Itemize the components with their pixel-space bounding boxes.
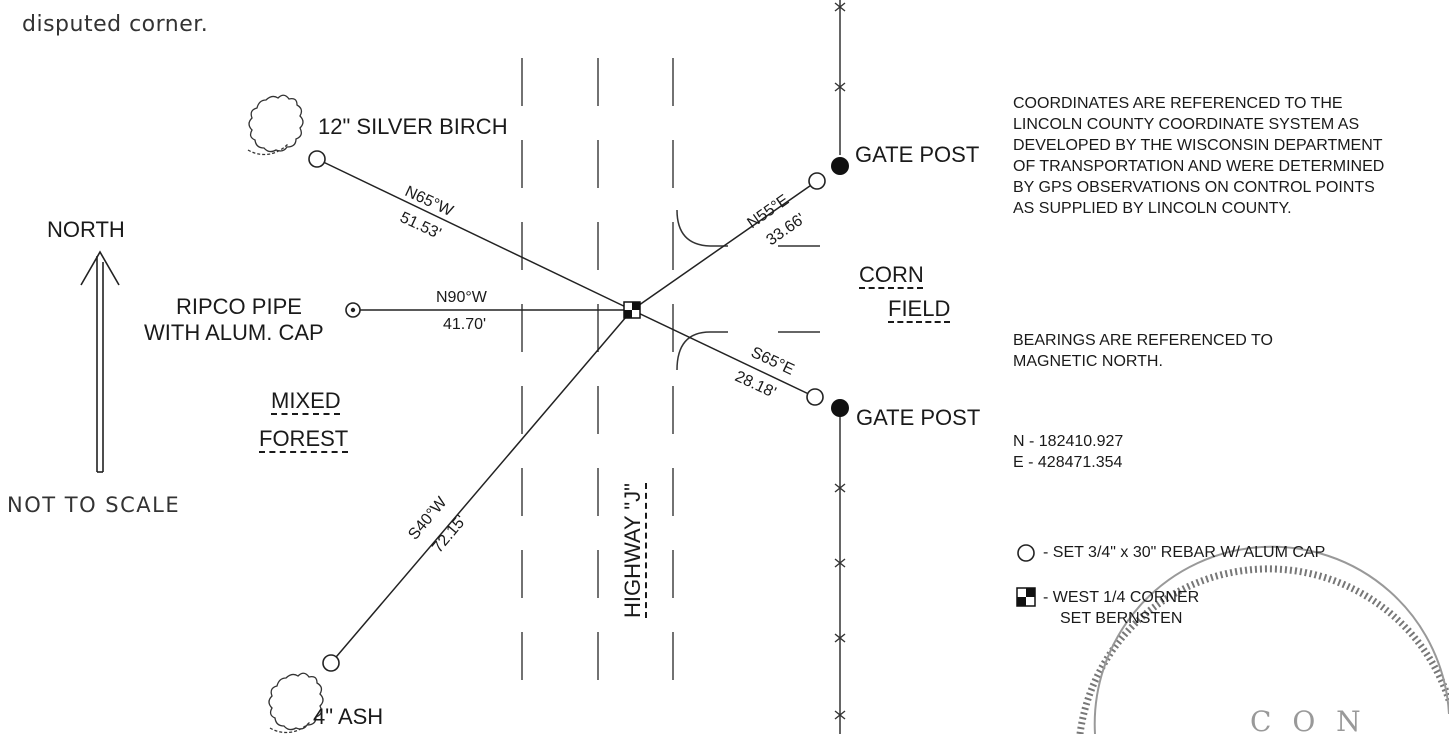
ripco-pipe-cap-label: WITH ALUM. CAP [144, 320, 324, 345]
rebar-marker-gate-bottom [806, 388, 824, 406]
silver-birch-label: 12" SILVER BIRCH [318, 114, 508, 139]
legend-rebar-icon [1017, 544, 1035, 562]
legend-rebar-label: - SET 3/4" x 30" REBAR W/ ALUM CAP [1043, 544, 1326, 561]
gate-post-top-symbol [831, 157, 849, 175]
ripco-pipe-symbol [345, 302, 361, 318]
field-label: FIELD [888, 296, 951, 321]
rebar-marker-ash [322, 654, 340, 672]
legend-corner-sublabel: SET BERNSTEN [1060, 610, 1183, 627]
fence-ticks-top [834, 2, 846, 92]
rebar-marker-birch [308, 150, 326, 168]
ash-label: 4" ASH [313, 704, 384, 729]
driveway-curve-lower [676, 331, 728, 371]
tie-line-silver-birch [316, 158, 633, 311]
ash-tree-icon [268, 672, 324, 734]
tie-line-ash [330, 309, 633, 664]
easting-value: E - 428471.354 [1013, 454, 1123, 471]
fence-ticks-bottom [834, 483, 846, 720]
survey-seal [1076, 545, 1449, 734]
forest-label: FOREST [259, 426, 349, 451]
driveway-curve-upper [676, 209, 728, 247]
rebar-marker-gate-top [808, 172, 826, 190]
northing-value: N - 182410.927 [1013, 433, 1124, 450]
distance-ripco-pipe: 41.70' [443, 316, 487, 333]
gate-post-bottom-label: GATE POST [856, 405, 981, 430]
gate-post-top-label: GATE POST [855, 142, 980, 167]
north-arrow-icon [80, 250, 120, 473]
north-label: NORTH [47, 217, 125, 242]
quarter-corner-symbol [623, 301, 641, 319]
intro-text: disputed corner. [22, 12, 209, 37]
tie-line-gate-post-bottom [631, 309, 816, 398]
legend-corner-icon [1016, 587, 1036, 607]
silver-birch-tree-icon [247, 94, 304, 156]
bearings-note: BEARINGS ARE REFERENCED TO MAGNETIC NORT… [1013, 332, 1273, 370]
mixed-label: MIXED [271, 388, 341, 413]
coordinates-note: COORDINATES ARE REFERENCED TO THE LINCOL… [1013, 95, 1385, 217]
gate-post-bottom-symbol [831, 399, 849, 417]
bearing-ripco-pipe: N90°W [436, 289, 487, 306]
corn-label: CORN [859, 262, 924, 287]
highway-label: HIGHWAY "J" [620, 483, 645, 618]
not-to-scale-label: NOT TO SCALE [7, 493, 181, 517]
legend-corner-label: - WEST 1/4 CORNER [1043, 589, 1200, 606]
ripco-pipe-label: RIPCO PIPE [176, 294, 302, 319]
seal-text: C O N [1250, 705, 1367, 738]
tie-line-gate-post-top [631, 180, 818, 311]
